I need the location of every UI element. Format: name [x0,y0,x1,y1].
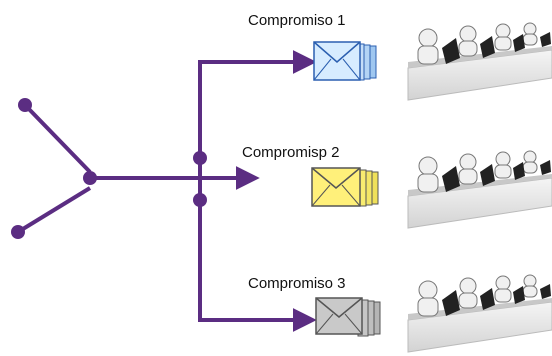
call-center-team-icon-1 [407,22,552,101]
branch-node-upper [193,151,207,165]
call-center-team-icon-2 [407,150,552,229]
envelope-stack-icon-1 [313,41,377,81]
input-line-lower [16,186,92,234]
input-line-upper [23,103,92,174]
branch-node-lower [193,193,207,207]
commitment-label-2: Compromisp 2 [242,144,340,161]
commitment-label-1: Compromiso 1 [248,12,346,29]
input-node-upper [18,98,32,112]
commitment-label-3: Compromiso 3 [248,275,346,292]
call-center-team-icon-3 [407,274,552,353]
input-node-lower [11,225,25,239]
envelope-stack-icon-3 [315,297,381,337]
envelope-stack-icon-2 [311,167,379,207]
